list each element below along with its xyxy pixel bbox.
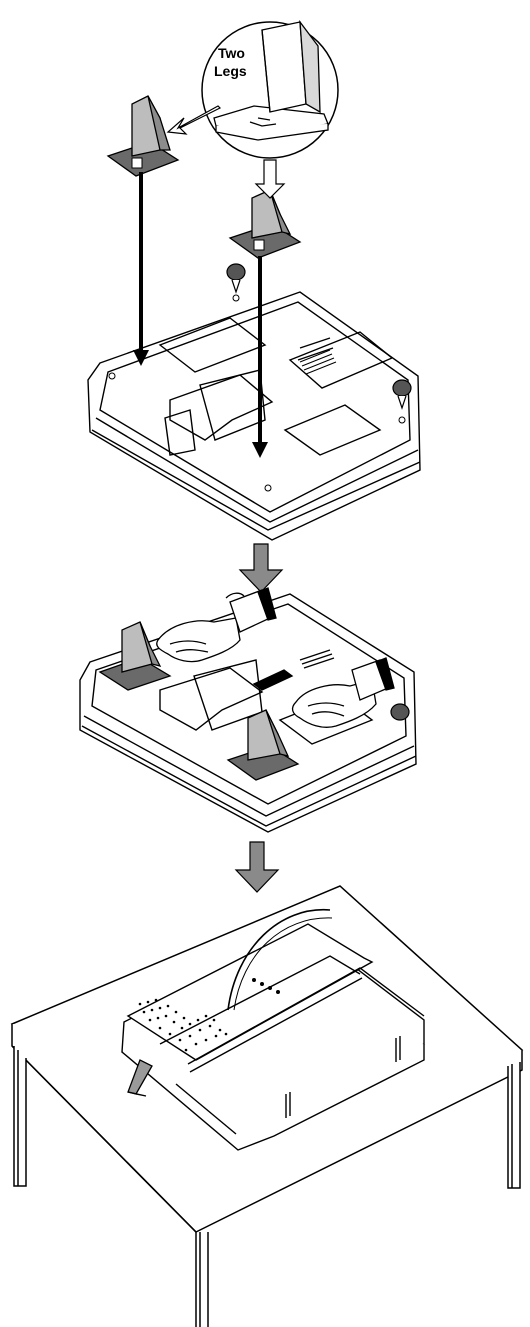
step-2-press-legs bbox=[79, 587, 417, 833]
step-arrow-2 bbox=[234, 841, 280, 893]
leg-detail-callout: Two Legs bbox=[166, 19, 339, 199]
leg-left bbox=[106, 95, 180, 177]
speaker-grille bbox=[138, 998, 228, 1052]
insert-arrow-right bbox=[252, 256, 268, 458]
leg-right bbox=[228, 189, 302, 259]
stand-leg bbox=[127, 1059, 153, 1097]
device-on-table bbox=[121, 909, 425, 1151]
step-arrow-1 bbox=[238, 543, 284, 593]
screw-cap-mounted bbox=[390, 703, 410, 721]
leg-right-mounted bbox=[226, 709, 300, 781]
step-3-place-on-table bbox=[10, 885, 524, 1327]
callout-label-line2: Legs bbox=[214, 63, 247, 79]
base-unit-underside bbox=[87, 291, 421, 541]
vent-grille bbox=[299, 349, 337, 375]
base-unit-underside-2 bbox=[79, 593, 417, 833]
screw-hole bbox=[108, 294, 406, 492]
callout-pointer-down bbox=[254, 159, 286, 199]
screw-cap-left bbox=[226, 263, 246, 294]
leg-left-mounted bbox=[98, 621, 172, 691]
insert-arrow-left bbox=[133, 172, 149, 366]
hand-pressing-right bbox=[291, 657, 395, 728]
callout-pointer-left bbox=[166, 105, 222, 135]
step-1-attach-legs: Two Legs bbox=[87, 19, 421, 541]
screw-cap-right bbox=[392, 379, 412, 410]
callout-label-line1: Two bbox=[218, 45, 245, 61]
hand-pressing-left bbox=[156, 587, 277, 663]
indicator-dots bbox=[252, 978, 280, 994]
